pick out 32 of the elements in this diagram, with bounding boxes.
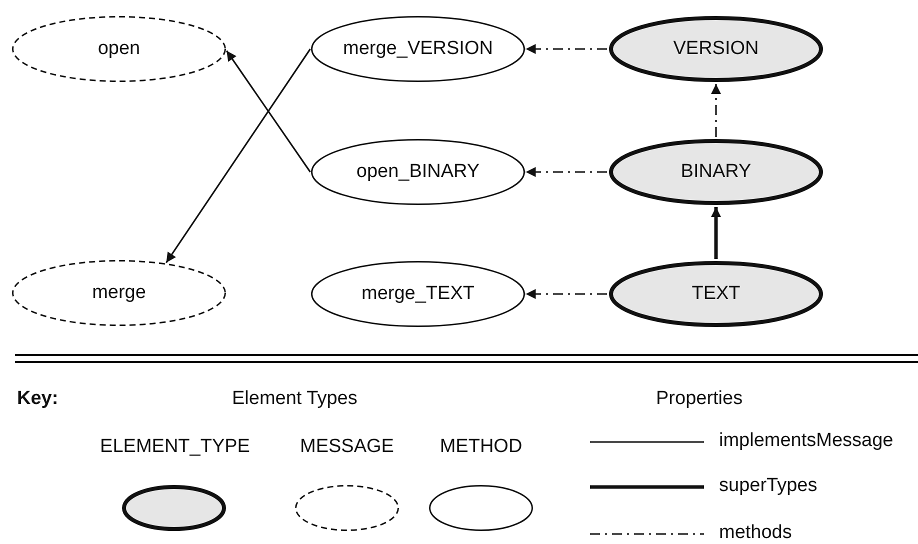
method-ellipse	[311, 16, 525, 82]
node-label: open	[98, 38, 140, 60]
message-ellipse	[12, 16, 226, 82]
arrow	[711, 207, 721, 259]
node-label: BINARY	[680, 161, 752, 183]
legend-text: superTypes	[719, 475, 818, 497]
legend-text: implementsMessage	[719, 430, 894, 452]
key-heading: Key:	[17, 388, 58, 410]
arrow	[166, 48, 311, 264]
node-label: open_BINARY	[356, 161, 480, 183]
legend-text: methods	[719, 522, 792, 544]
arrow	[526, 44, 607, 54]
legend-text: ELEMENT_TYPE	[100, 436, 250, 458]
node-label: merge_TEXT	[362, 283, 474, 305]
element-type-ellipse	[609, 16, 823, 82]
node-label: merge	[92, 282, 146, 304]
element-type-ellipse	[609, 261, 823, 327]
legend-text: MESSAGE	[300, 436, 394, 458]
legend-text: METHOD	[440, 436, 522, 458]
element-type-ellipse	[609, 139, 823, 205]
arrow	[711, 84, 721, 137]
message-ellipse	[12, 260, 226, 326]
arrow	[526, 289, 607, 299]
method-ellipse	[311, 261, 525, 327]
legend-heading: Properties	[656, 388, 743, 410]
arrow	[526, 167, 607, 177]
node-label: merge_VERSION	[343, 38, 493, 60]
node-label: VERSION	[673, 38, 759, 60]
method-ellipse	[311, 139, 525, 205]
legend-heading: Element Types	[232, 388, 358, 410]
node-label: TEXT	[692, 283, 740, 305]
arrow	[226, 50, 311, 172]
